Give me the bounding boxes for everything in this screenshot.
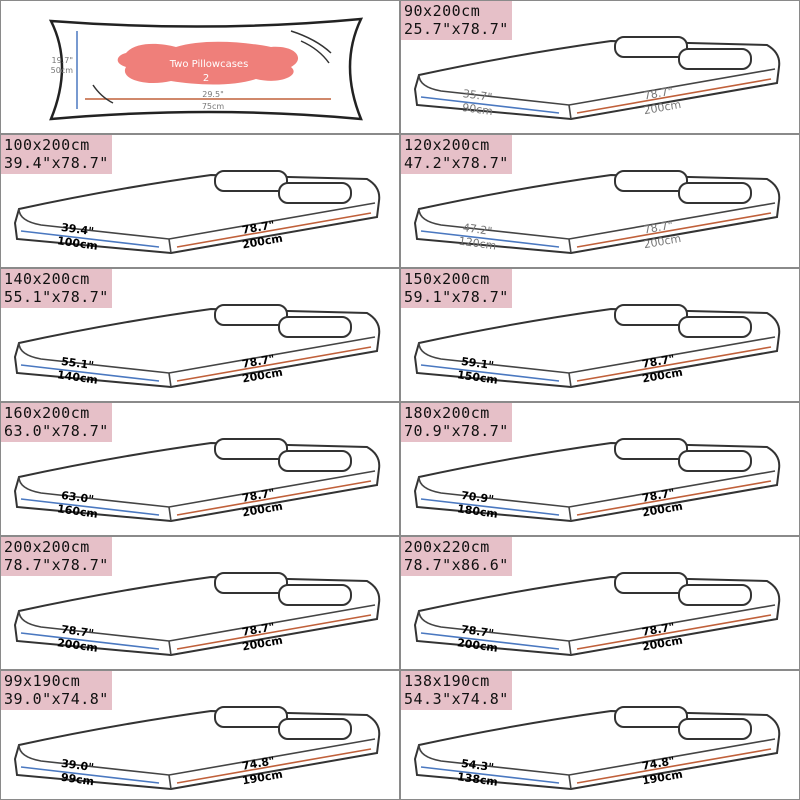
size-inch-text: 25.7"x78.7" <box>404 20 509 38</box>
pillow-height-cm: 50cm <box>51 66 74 75</box>
length-inches-label: 78.7" <box>643 85 674 103</box>
mattress-drawing: 47.2"120cm 78.7"200cm <box>413 170 781 255</box>
size-cm-text: 160x200cm <box>4 404 90 422</box>
size-cm-text: 99x190cm <box>4 672 81 690</box>
length-inches-label: 74.8" <box>241 754 276 773</box>
width-inches-label: 39.4" <box>60 221 94 238</box>
pillowcase-drawing: Two Pillowcases 2 19.7" 50cm 29.5" 75cm <box>48 17 364 121</box>
size-cm-text: 200x200cm <box>4 538 90 556</box>
width-inches-label: 78.7" <box>460 623 494 640</box>
width-cm-label: 138cm <box>456 770 498 789</box>
length-inches-label: 78.7" <box>643 219 674 237</box>
width-inches-label: 78.7" <box>60 623 94 640</box>
pillow-height-in: 19.7" <box>52 56 74 65</box>
width-cm-label: 90cm <box>461 101 493 118</box>
width-inches-label: 70.9" <box>460 489 494 506</box>
width-cm-label: 100cm <box>56 234 98 253</box>
size-cm-text: 150x200cm <box>404 270 490 288</box>
width-cm-label: 160cm <box>56 502 98 521</box>
width-cm-label: 200cm <box>456 636 498 655</box>
length-inches-label: 78.7" <box>241 218 276 237</box>
width-inches-label: 54.3" <box>460 757 494 774</box>
size-inch-text: 54.3"x74.8" <box>404 690 509 708</box>
length-inches-label: 78.7" <box>241 620 276 639</box>
width-cm-label: 150cm <box>456 368 498 387</box>
size-cm-text: 200x220cm <box>404 538 490 556</box>
pillow-banner-text: Two Pillowcases <box>169 59 249 70</box>
width-cm-label: 200cm <box>56 636 98 655</box>
size-cm-text: 138x190cm <box>404 672 490 690</box>
size-inch-text: 78.7"x86.6" <box>404 556 509 574</box>
size-cm-text: 140x200cm <box>4 270 90 288</box>
width-inches-label: 39.0" <box>60 757 94 774</box>
pillow-width-in: 29.5" <box>202 90 224 99</box>
length-inches-label: 74.8" <box>641 754 676 773</box>
size-inch-text: 70.9"x78.7" <box>404 422 509 440</box>
width-cm-label: 180cm <box>456 502 498 521</box>
width-inches-label: 59.1" <box>460 355 494 372</box>
size-inch-text: 63.0"x78.7" <box>4 422 109 440</box>
size-inch-text: 47.2"x78.7" <box>404 154 509 172</box>
size-inch-text: 59.1"x78.7" <box>404 288 509 306</box>
width-inches-label: 35.7" <box>462 87 493 104</box>
mattress-drawing: 35.7"90cm 78.7"200cm <box>413 36 781 121</box>
pillowcase-cell: Two Pillowcases 2 19.7" 50cm 29.5" 75cm <box>0 0 400 134</box>
pillow-count-text: 2 <box>203 73 209 84</box>
size-cm-text: 100x200cm <box>4 136 90 154</box>
pillow-width-cm: 75cm <box>202 102 225 111</box>
width-inches-label: 63.0" <box>60 489 94 506</box>
size-cm-text: 180x200cm <box>404 404 490 422</box>
width-inches-label: 47.2" <box>462 221 493 238</box>
size-inch-text: 78.7"x78.7" <box>4 556 109 574</box>
width-cm-label: 120cm <box>458 234 497 252</box>
size-inch-text: 55.1"x78.7" <box>4 288 109 306</box>
length-inches-label: 78.7" <box>641 352 676 371</box>
length-inches-label: 78.7" <box>241 486 276 505</box>
width-cm-label: 140cm <box>56 368 98 387</box>
width-inches-label: 55.1" <box>60 355 94 372</box>
size-cm-text: 90x200cm <box>404 2 481 20</box>
length-inches-label: 78.7" <box>641 486 676 505</box>
length-cm-label: 200cm <box>643 98 682 117</box>
length-inches-label: 78.7" <box>241 352 276 371</box>
length-inches-label: 78.7" <box>641 620 676 639</box>
size-cm-text: 120x200cm <box>404 136 490 154</box>
size-inch-text: 39.0"x74.8" <box>4 690 109 708</box>
length-cm-label: 200cm <box>643 232 682 251</box>
size-inch-text: 39.4"x78.7" <box>4 154 109 172</box>
width-cm-label: 99cm <box>60 771 95 789</box>
